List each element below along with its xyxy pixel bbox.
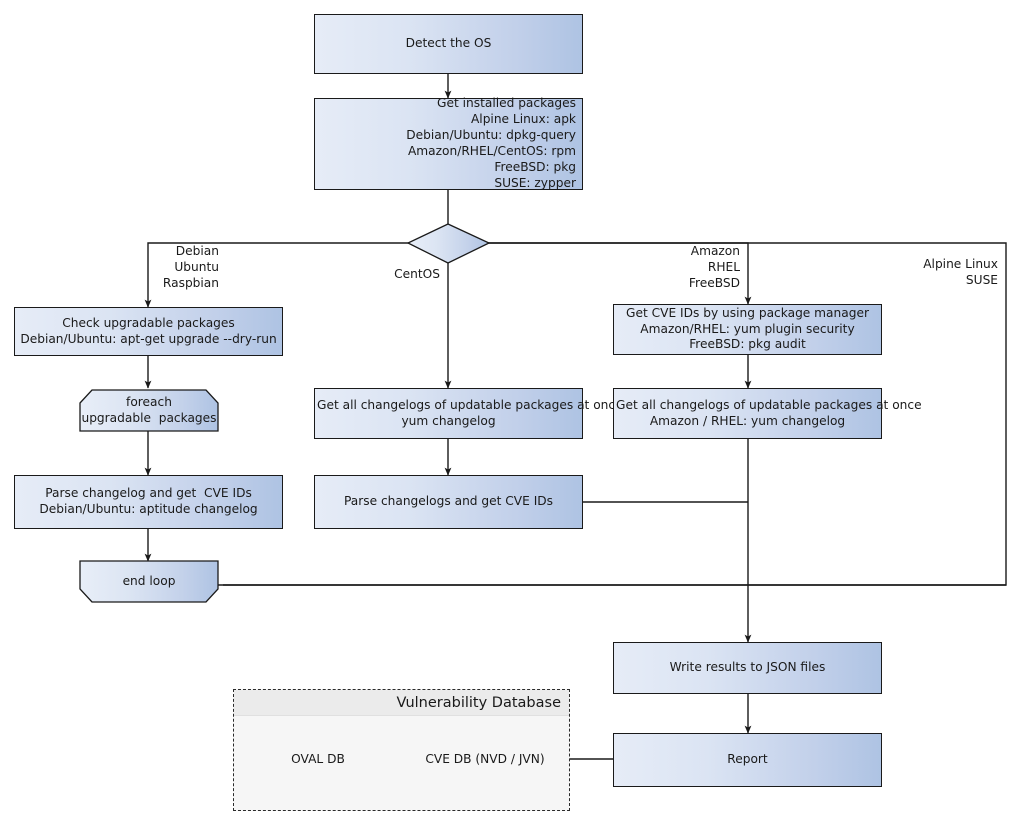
node-changelogs-centos-label: Get all changelogs of updatable packages… bbox=[317, 397, 623, 428]
node-parse-changelogs-centos-label: Parse changelogs and get CVE IDs bbox=[343, 494, 554, 509]
cve-db-label: CVE DB (NVD / JVN) bbox=[425, 752, 545, 766]
node-changelogs-amazon[interactable]: Get all changelogs of updatable packages… bbox=[613, 388, 922, 439]
node-report-label: Report bbox=[727, 752, 768, 767]
node-changelogs-amazon-label: Get all changelogs of updatable packages… bbox=[616, 397, 922, 428]
node-detect-os-label: Detect the OS bbox=[405, 36, 492, 51]
node-parse-changelogs-centos[interactable]: Parse changelogs and get CVE IDs bbox=[314, 475, 583, 529]
node-parse-changelog-debian-label: Parse changelog and get CVE IDs Debian/U… bbox=[39, 486, 258, 516]
node-foreach-loop[interactable]: foreach upgradable packages bbox=[80, 390, 218, 431]
branch-label-alpine: Alpine Linux SUSE bbox=[923, 257, 998, 287]
node-parse-changelog-debian[interactable]: Parse changelog and get CVE IDs Debian/U… bbox=[14, 475, 283, 529]
branch-label-amazon: Amazon RHEL FreeBSD bbox=[688, 244, 740, 290]
vulnerability-database-group: Vulnerability Database bbox=[233, 689, 570, 811]
branch-label-debian: Debian Ubuntu Raspbian bbox=[162, 244, 219, 290]
node-write-results-label: Write results to JSON files bbox=[669, 660, 826, 675]
node-get-installed-packages-label: Get installed packages Alpine Linux: apk… bbox=[406, 96, 576, 190]
node-changelogs-centos[interactable]: Get all changelogs of updatable packages… bbox=[314, 388, 623, 439]
node-foreach-loop-label: foreach upgradable packages bbox=[81, 394, 217, 425]
node-check-upgradable[interactable]: Check upgradable packages Debian/Ubuntu:… bbox=[14, 307, 283, 356]
os-decision-diamond bbox=[406, 223, 491, 264]
node-detect-os[interactable]: Detect the OS bbox=[314, 14, 583, 74]
node-end-loop-label: end loop bbox=[122, 573, 176, 588]
vulnerability-database-title: Vulnerability Database bbox=[234, 690, 569, 716]
node-get-cve-ids-pkgmgr[interactable]: Get CVE IDs by using package manager Ama… bbox=[613, 304, 882, 355]
node-get-cve-ids-pkgmgr-label: Get CVE IDs by using package manager Ama… bbox=[626, 305, 869, 352]
oval-db-label: OVAL DB bbox=[291, 752, 345, 766]
branch-label-centos: CentOS bbox=[394, 267, 440, 281]
node-report[interactable]: Report bbox=[613, 733, 882, 787]
node-get-installed-packages[interactable]: Get installed packages Alpine Linux: apk… bbox=[314, 96, 583, 190]
node-end-loop[interactable]: end loop bbox=[80, 561, 218, 602]
node-write-results[interactable]: Write results to JSON files bbox=[613, 642, 882, 694]
node-check-upgradable-label: Check upgradable packages Debian/Ubuntu:… bbox=[20, 315, 277, 346]
